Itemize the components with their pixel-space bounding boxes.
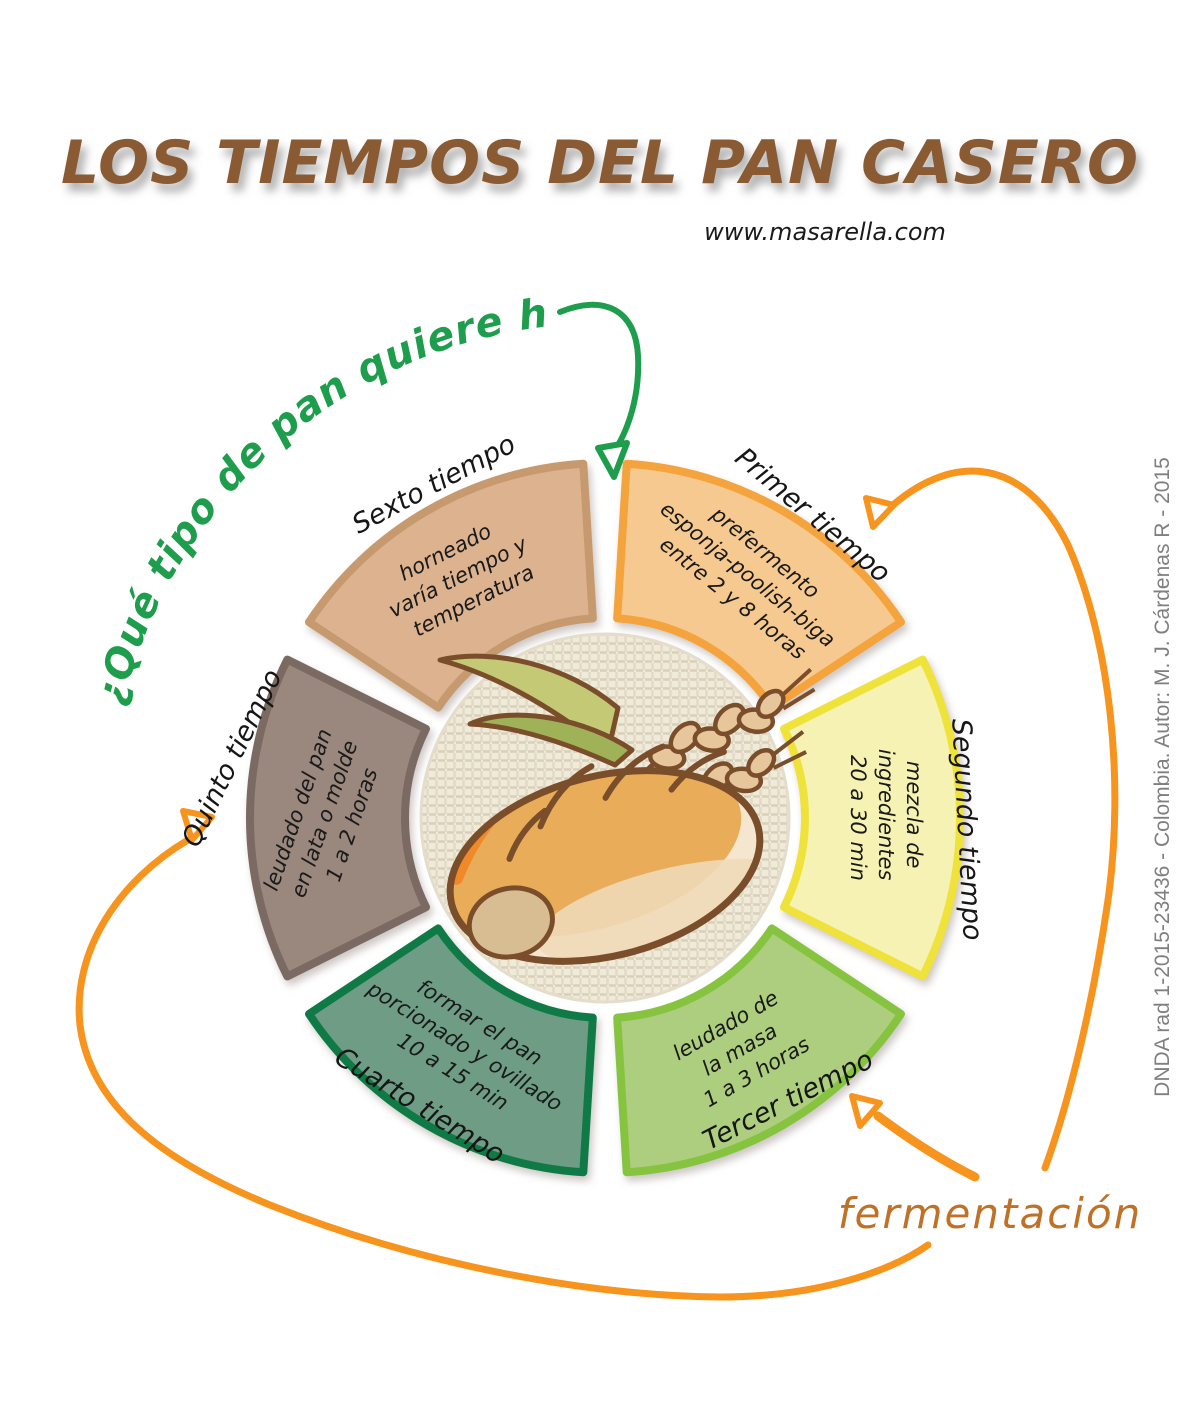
- segment-cuarto-tiempo: [305, 924, 597, 1177]
- tercer-arrow-stroke: [873, 1111, 980, 1182]
- segment-segundo-tiempo: [780, 655, 964, 981]
- question-arrow: [557, 301, 642, 480]
- segment-tercer-tiempo: [613, 924, 905, 1177]
- loaf-heel-swirl: [466, 885, 555, 960]
- fermentation-arrows: [75, 467, 1119, 1301]
- loaf-score-marks: [506, 743, 727, 862]
- segment-primer-tiempo: [613, 459, 905, 712]
- leaves: [437, 653, 635, 768]
- segundo-text: mezcla de ingredientes 20 a 30 min: [846, 749, 926, 887]
- question-arrowhead-icon: [595, 440, 630, 480]
- page-title: LOS TIEMPOS DEL PAN CASERO: [60, 128, 1140, 198]
- bread-illustration: [419, 632, 816, 1004]
- quinto-arrowhead-icon: [180, 808, 215, 843]
- fermentation-arc-bottom: [75, 836, 932, 1301]
- website-url: www.masarella.com: [704, 218, 946, 246]
- fermentation-arc-right: [889, 467, 1119, 1172]
- primer-arrowhead-icon: [863, 495, 897, 530]
- wheel-segments: [246, 459, 964, 1177]
- fermentation-label: fermentación: [838, 1189, 1143, 1238]
- tercer-arrowhead-icon: [849, 1093, 883, 1129]
- segment-quinto-tiempo: [246, 655, 430, 981]
